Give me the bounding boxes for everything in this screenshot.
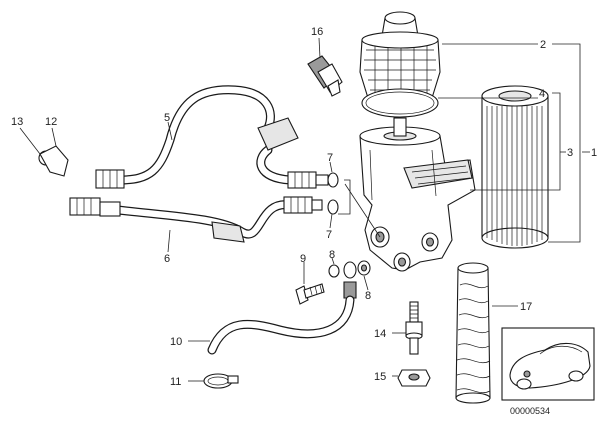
return-hose <box>207 295 355 355</box>
callout-6: 6 <box>164 253 170 265</box>
document-id: 00000534 <box>510 406 550 416</box>
callout-2: 2 <box>540 39 546 51</box>
oil-cooler-hose-upper <box>95 85 329 189</box>
seal-ring-upper <box>327 172 339 188</box>
threaded-stud <box>405 301 423 355</box>
leader-lines <box>19 37 590 382</box>
vehicle-location-thumbnail <box>501 327 595 401</box>
callout-13: 13 <box>11 116 23 128</box>
callout-10: 10 <box>170 336 182 348</box>
oil-pressure-sensor <box>307 55 343 97</box>
callout-1: 1 <box>591 147 597 159</box>
callout-17: 17 <box>520 301 532 313</box>
callout-14: 14 <box>374 328 386 340</box>
callout-16: 16 <box>311 26 323 38</box>
filter-cap <box>359 11 441 99</box>
protective-sleeve <box>455 262 491 404</box>
seal-ring-lower <box>327 199 339 215</box>
callout-11: 11 <box>170 376 181 388</box>
callout-3: 3 <box>567 147 573 159</box>
callout-12: 12 <box>45 116 57 128</box>
nut <box>397 369 431 387</box>
callout-15: 15 <box>374 371 386 383</box>
o-ring <box>361 88 439 118</box>
hose-clip <box>39 145 69 177</box>
callout-8-left: 8 <box>329 249 335 261</box>
callout-5: 5 <box>164 112 170 124</box>
washer-left <box>328 264 340 278</box>
callout-7-upper: 7 <box>327 152 333 164</box>
filter-element <box>481 85 549 249</box>
hose-clamp <box>203 373 239 389</box>
callout-9: 9 <box>300 253 306 265</box>
oil-cooler-hose-lower <box>69 196 323 243</box>
callout-labels: 1 2 3 4 5 6 7 7 8 8 9 10 11 12 13 14 15 … <box>11 26 597 416</box>
banjo-fitting <box>343 261 357 299</box>
callout-7-lower: 7 <box>326 229 332 241</box>
banjo-bolt <box>295 283 325 305</box>
oil-filter-housing <box>359 117 476 272</box>
callout-4: 4 <box>539 88 545 100</box>
callout-8-right: 8 <box>365 290 371 302</box>
